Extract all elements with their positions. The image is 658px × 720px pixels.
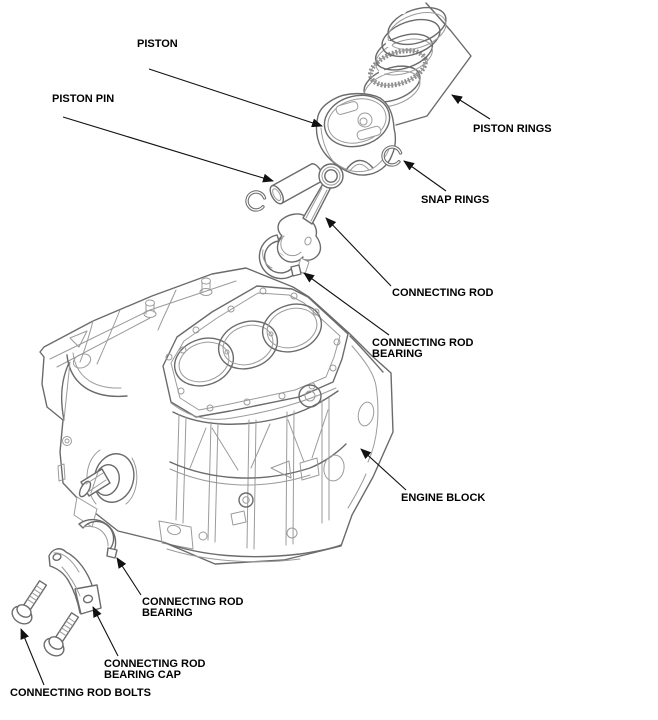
leader-piston-pin [62, 116, 274, 183]
leader-bearing-cap [92, 606, 119, 657]
label-piston-pin: PISTON PIN [52, 93, 114, 105]
snap-ring-right [381, 145, 403, 167]
label-rod-bolts: CONNECTING ROD BOLTS [10, 687, 151, 699]
labels: PISTON PISTON PIN PISTON RINGS SNAP RING… [10, 38, 552, 699]
rod-bolt-1 [8, 580, 48, 629]
leader-piston [148, 68, 323, 128]
piston-art [315, 92, 397, 176]
label-engine-block: ENGINE BLOCK [401, 492, 485, 504]
engine-block-art [39, 267, 394, 565]
leader-snap-rings [403, 160, 447, 192]
label-snap-rings: SNAP RINGS [421, 194, 489, 206]
leader-rod-bolts [20, 628, 45, 686]
label-rod-bearing-upper-line2: BEARING [372, 348, 423, 360]
leader-connecting-rod [325, 217, 392, 287]
rod-bearing-lower-art [78, 518, 118, 559]
label-piston: PISTON [137, 38, 178, 50]
leader-engine-block [360, 448, 407, 491]
label-bearing-cap-line1: CONNECTING ROD [104, 658, 206, 670]
label-rod-bearing-upper-line1: CONNECTING ROD [372, 337, 474, 349]
leader-lines [20, 68, 491, 686]
snap-ring-left [245, 190, 267, 212]
leader-rod-bearing-lower [116, 557, 142, 596]
crank-snout [78, 453, 135, 503]
rod-bolt-2 [40, 612, 80, 661]
leader-piston-rings [451, 94, 491, 120]
label-piston-rings: PISTON RINGS [473, 123, 552, 135]
leader-rod-bearing-upper [303, 272, 390, 336]
label-rod-bearing-lower-line2: BEARING [142, 607, 193, 619]
rod-bearing-upper-art [258, 234, 302, 280]
rod-bearing-cap-art [48, 548, 102, 615]
label-bearing-cap-line2: BEARING CAP [104, 669, 181, 681]
deck-bolt-holes [165, 287, 341, 412]
label-connecting-rod: CONNECTING ROD [392, 287, 494, 299]
block-stud [143, 277, 213, 318]
label-rod-bearing-lower-line1: CONNECTING ROD [142, 596, 244, 608]
